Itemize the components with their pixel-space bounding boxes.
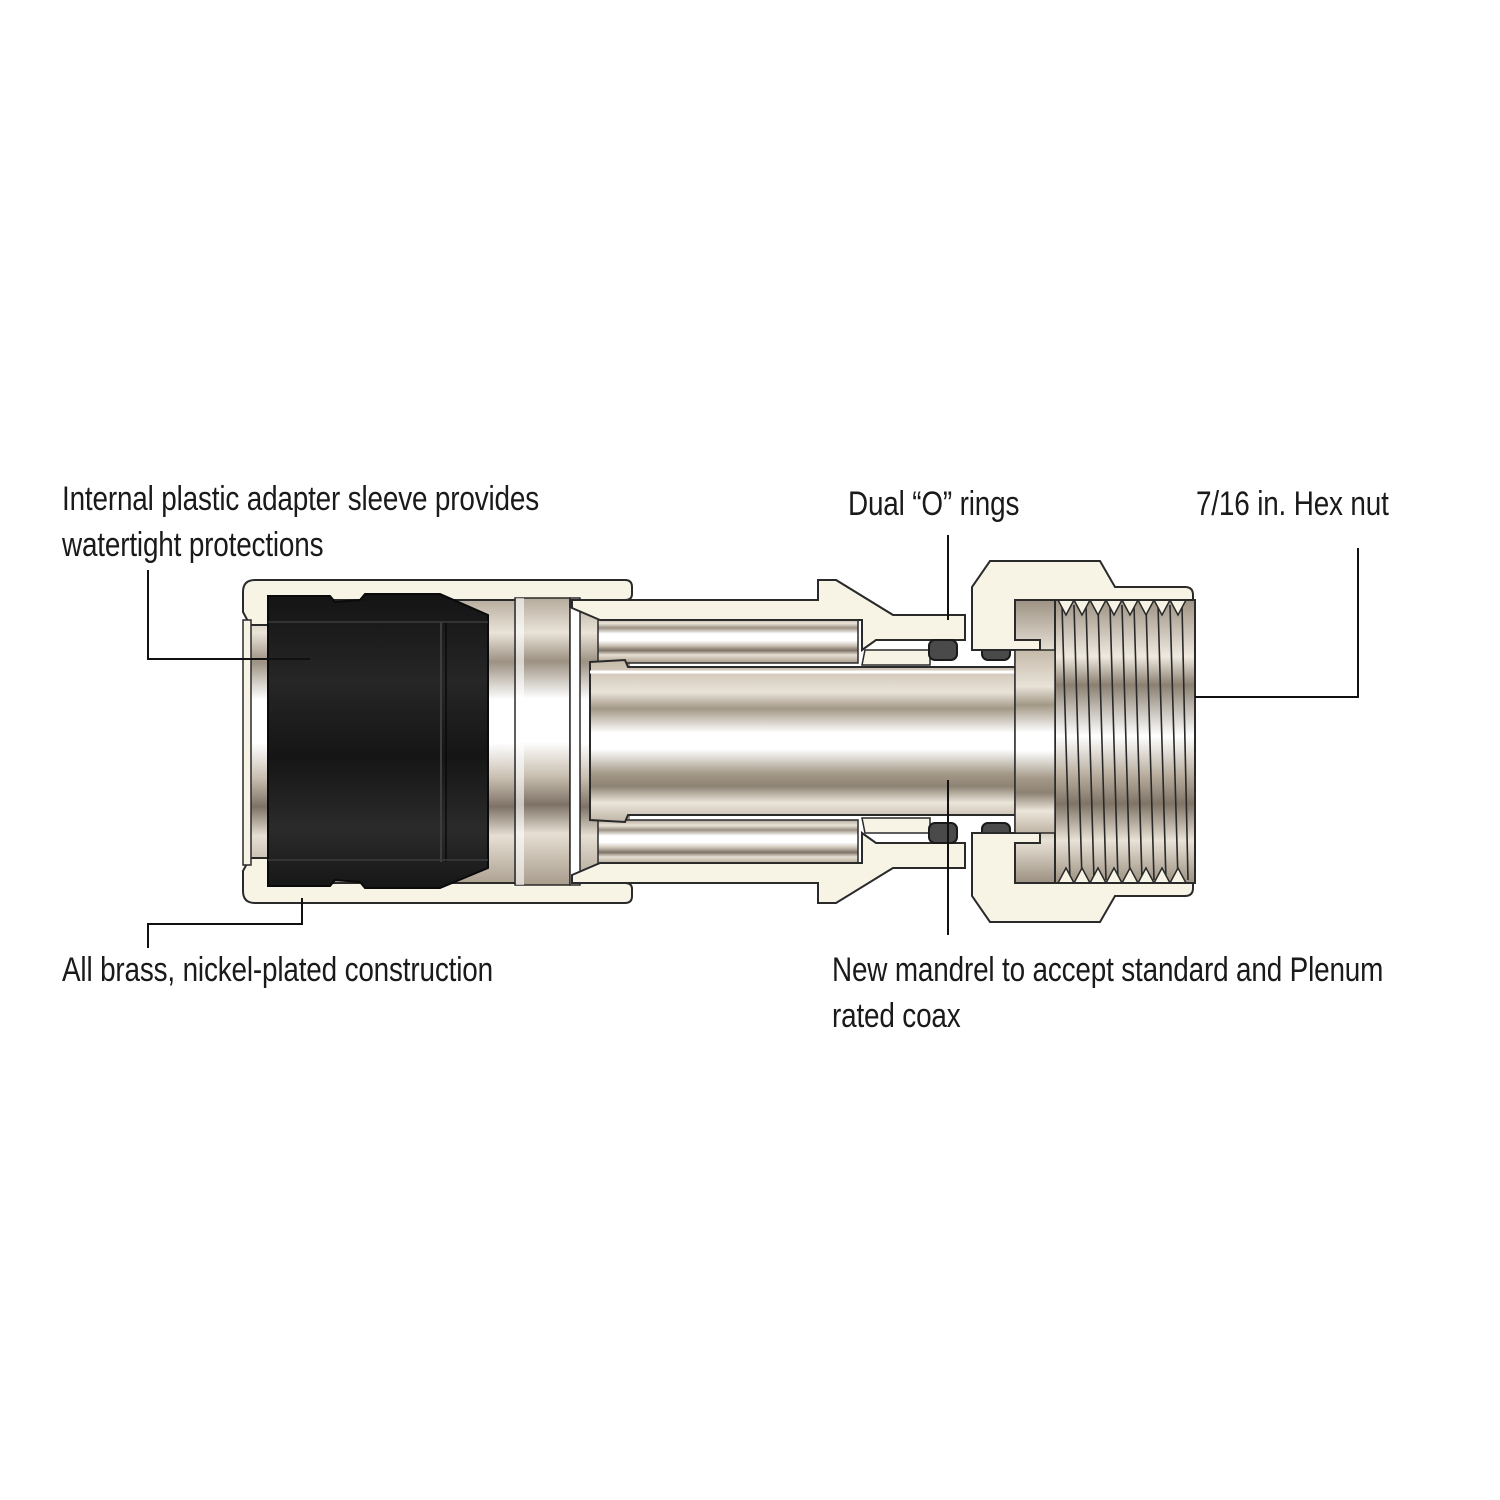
leader-lines bbox=[147, 535, 1359, 948]
hex-nut bbox=[971, 560, 1196, 923]
mandrel bbox=[589, 658, 1051, 824]
plastic-adapter-sleeve bbox=[267, 593, 489, 889]
callout-mandrel-line1: New mandrel to accept standard and Plenu… bbox=[832, 951, 1384, 989]
callout-sleeve: Internal plastic adapter sleeve provides… bbox=[62, 476, 539, 568]
callout-hexnut: 7/16 in. Hex nut bbox=[1196, 481, 1389, 527]
callout-orings-line1: Dual “O” rings bbox=[848, 485, 1020, 523]
callout-hexnut-line1: 7/16 in. Hex nut bbox=[1196, 485, 1389, 523]
leader-construction bbox=[147, 898, 303, 948]
callout-sleeve-line2: watertight protections bbox=[62, 526, 324, 564]
callout-construction: All brass, nickel-plated construction bbox=[62, 947, 493, 993]
leader-sleeve bbox=[147, 570, 310, 660]
leader-hexnut bbox=[1195, 548, 1359, 698]
callout-construction-line1: All brass, nickel-plated construction bbox=[62, 951, 493, 989]
middle-body bbox=[569, 579, 966, 904]
callout-sleeve-line1: Internal plastic adapter sleeve provides bbox=[62, 480, 539, 518]
callout-orings: Dual “O” rings bbox=[848, 481, 1019, 527]
callout-mandrel: New mandrel to accept standard and Plenu… bbox=[832, 947, 1383, 1039]
callout-mandrel-line2: rated coax bbox=[832, 997, 961, 1035]
